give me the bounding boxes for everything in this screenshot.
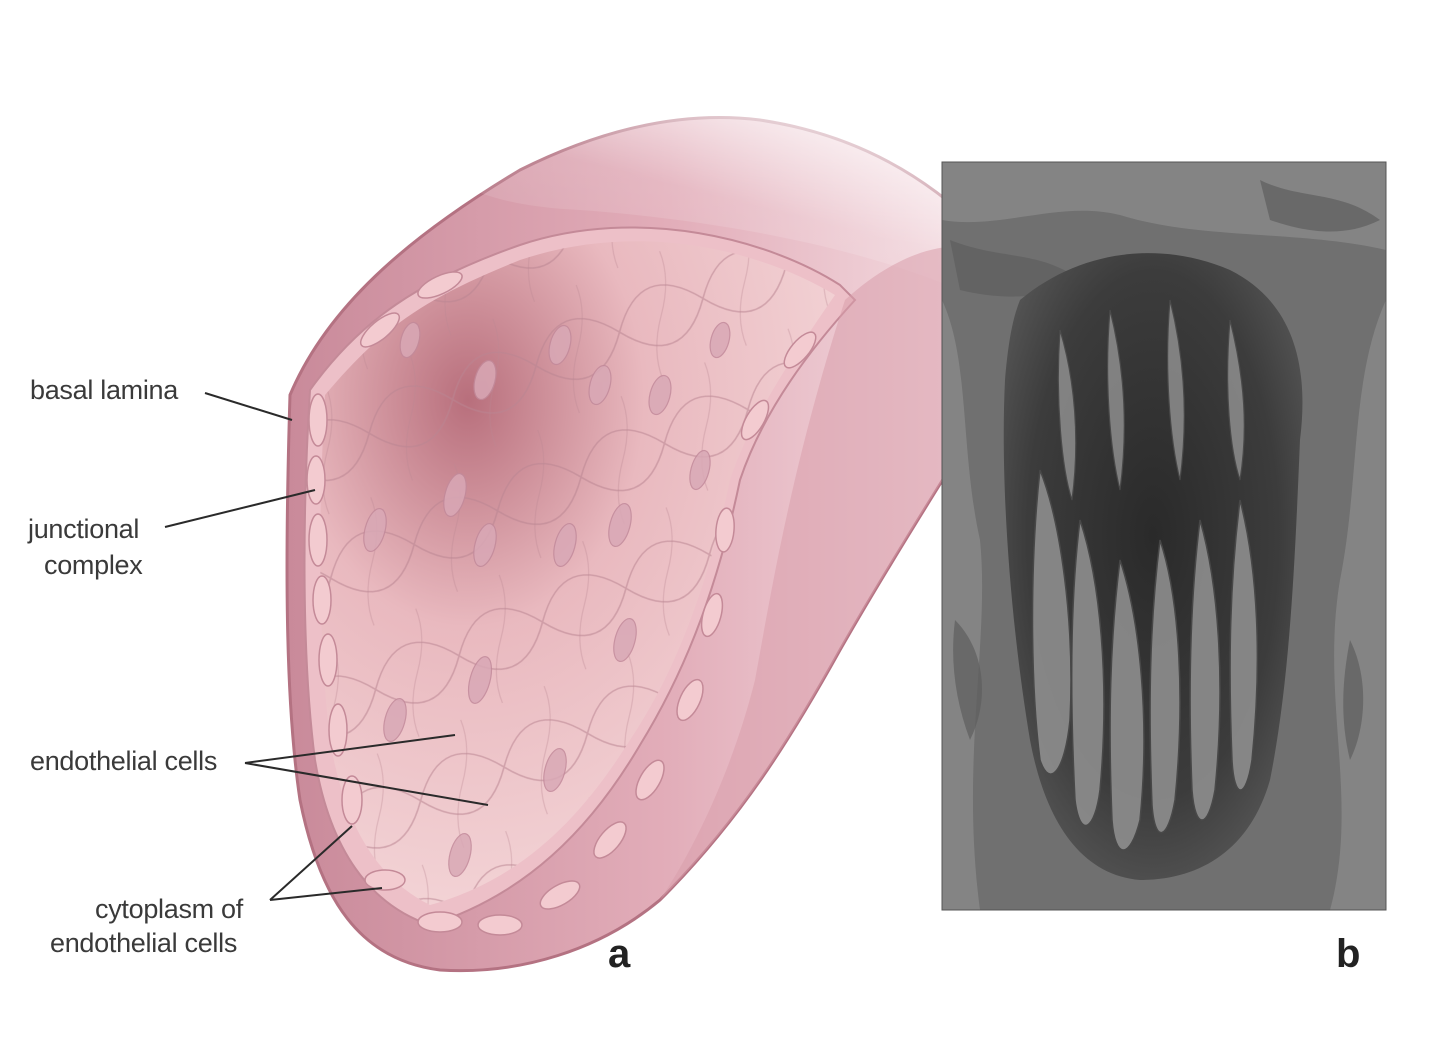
- junctional-complex-label-line2: complex: [44, 550, 143, 580]
- leader-lines: [164, 392, 489, 901]
- basal-lamina-label: basal lamina: [30, 375, 178, 405]
- vessel-illustration: [285, 52, 982, 973]
- endothelial-cells-label: endothelial cells: [30, 746, 218, 776]
- endothelial-cells-leader-2: [244, 762, 489, 806]
- sem-micrograph: [942, 162, 1386, 910]
- cytoplasm-label-line1: cytoplasm of: [95, 894, 243, 924]
- cytoplasm-label-line2: endothelial cells: [50, 928, 238, 958]
- basal-lamina-leader: [204, 392, 293, 421]
- cytoplasm-leader-1: [269, 825, 353, 901]
- endothelial-cells-leader-1: [244, 734, 456, 764]
- panel-label-b: b: [1336, 932, 1361, 976]
- junctional-complex-leader: [164, 489, 316, 528]
- cytoplasm-leader-2: [269, 887, 383, 901]
- panel-label-a: a: [608, 932, 631, 976]
- junctional-complex-label-line1: junctional: [28, 514, 140, 544]
